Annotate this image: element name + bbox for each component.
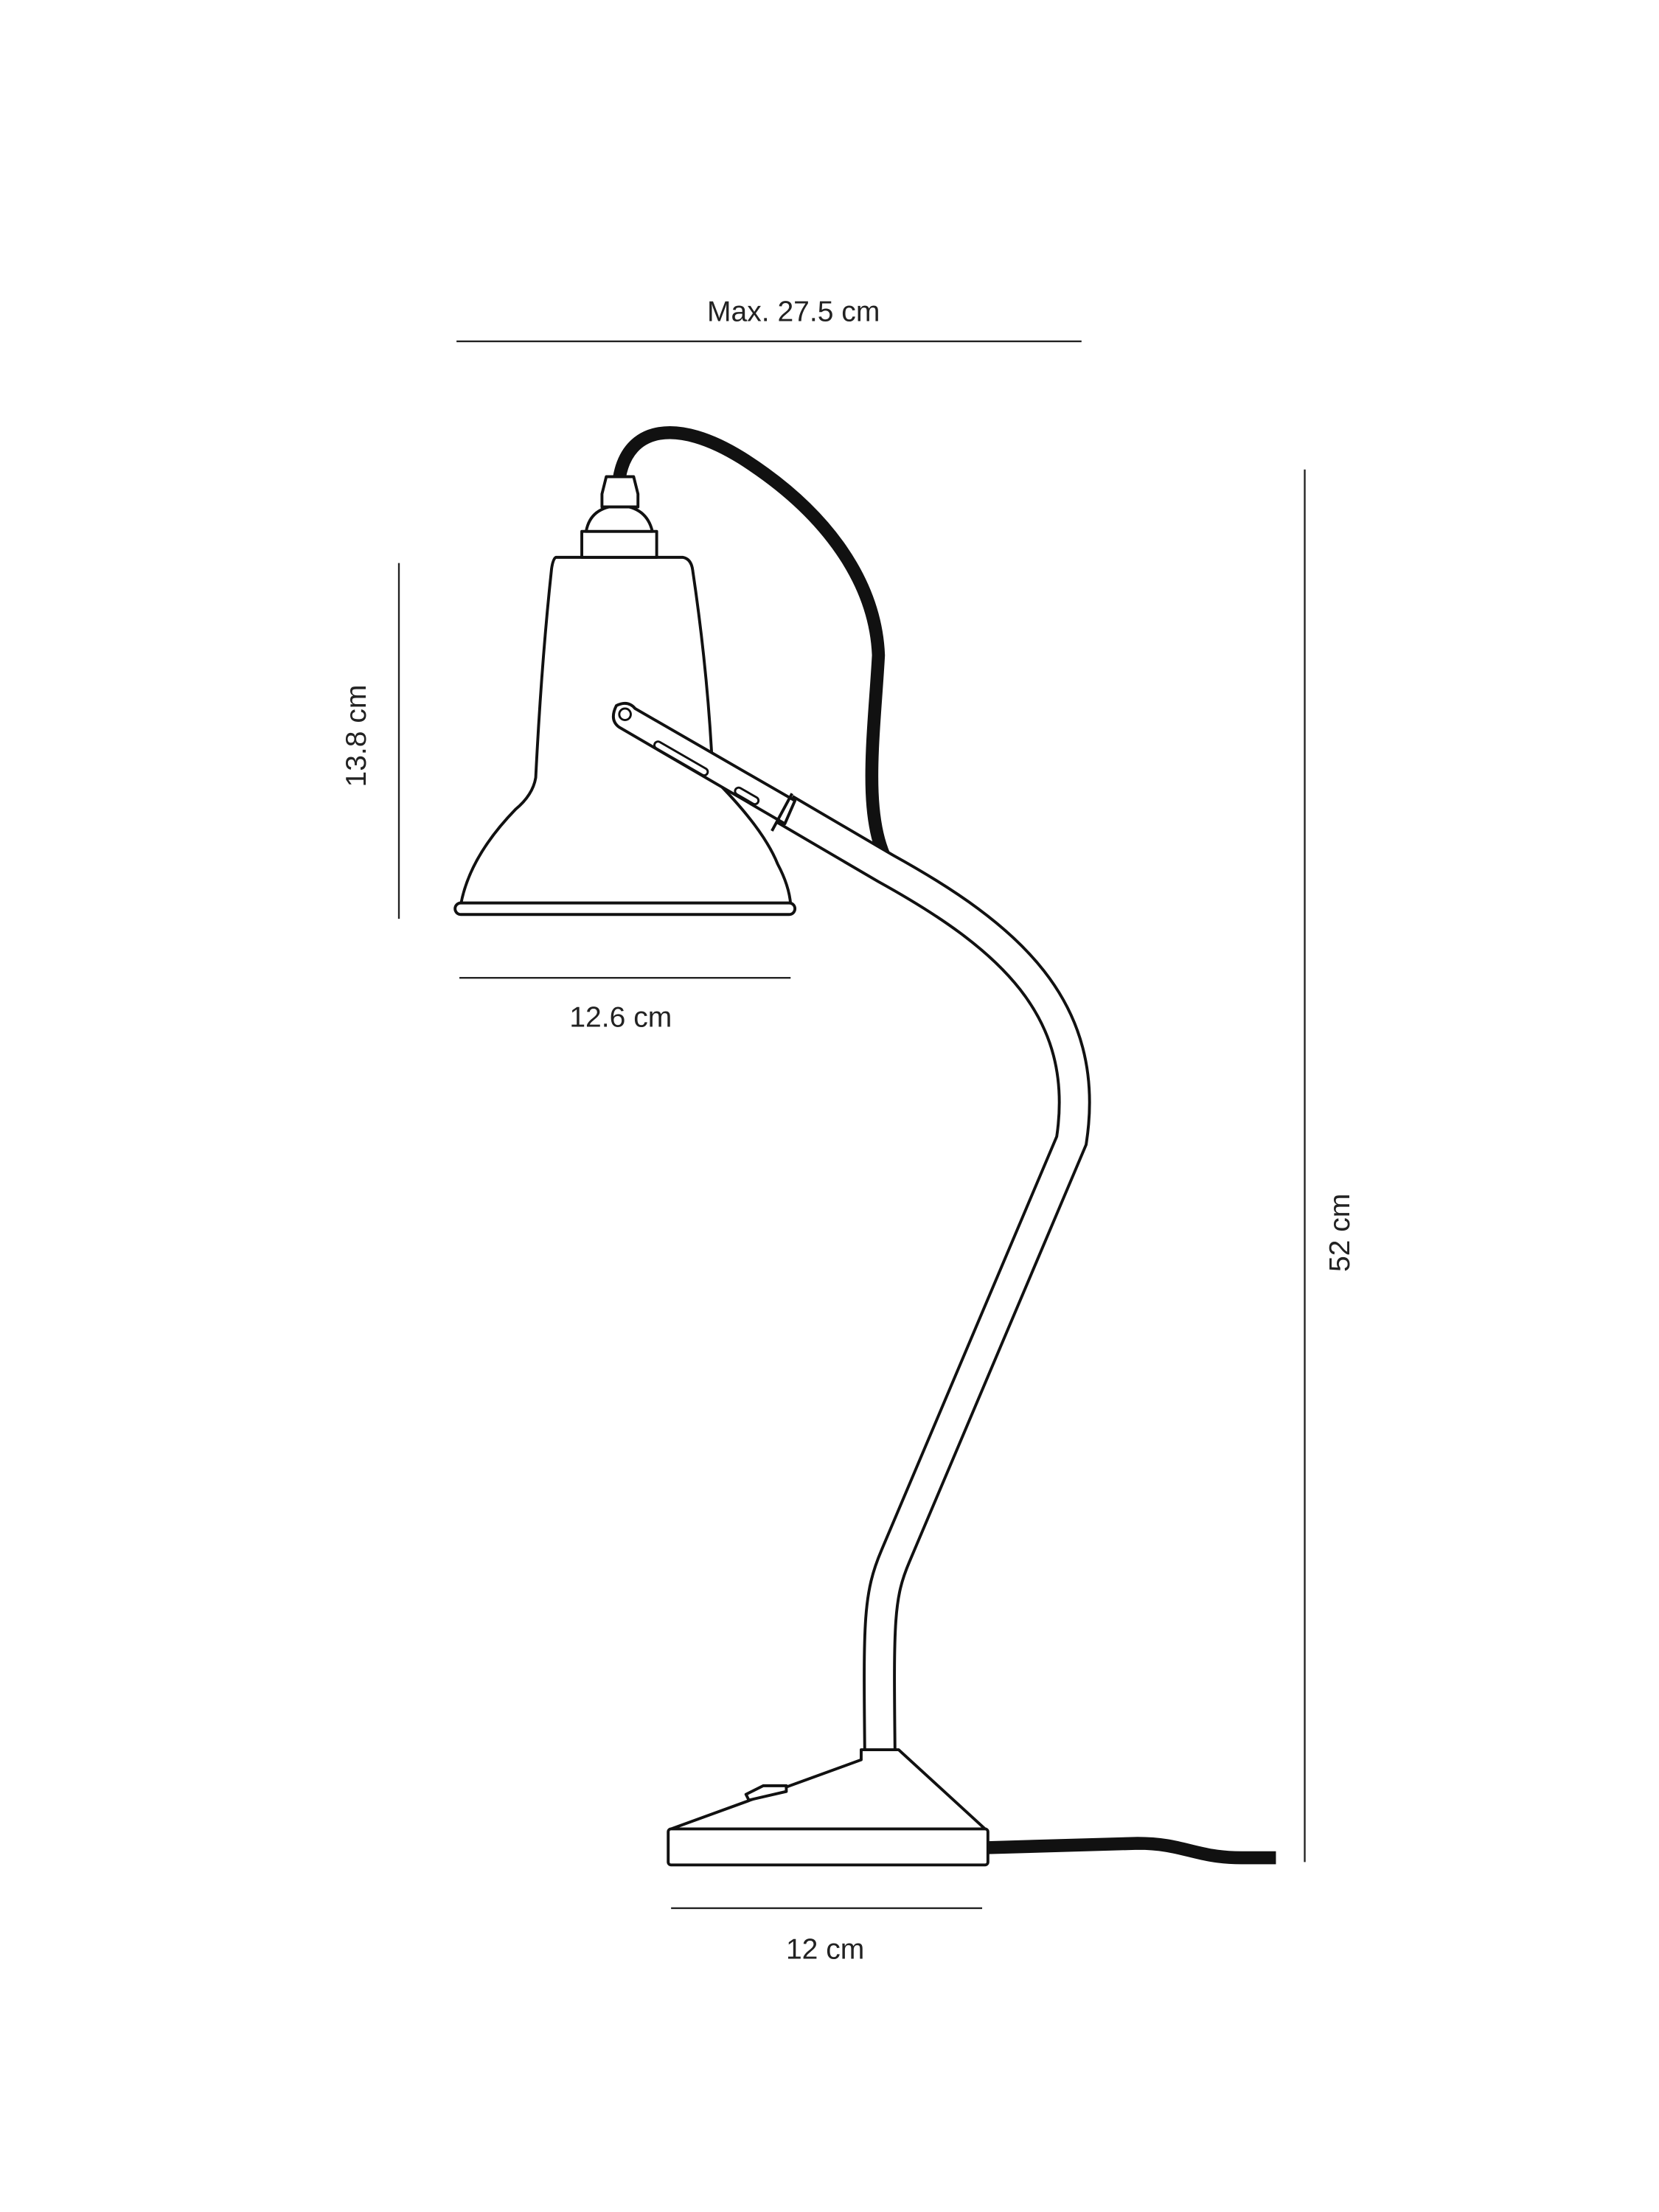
- cable-top: [613, 426, 897, 874]
- arm-clip: [771, 793, 793, 832]
- power-cable: [987, 1837, 1276, 1865]
- cable-grip: [600, 475, 640, 509]
- arm-fill: [778, 797, 1088, 1755]
- shade-height-label: 13.8 cm: [341, 685, 372, 787]
- shade-collar: [580, 529, 658, 559]
- arm-outline: [776, 795, 1091, 1755]
- bracket-slot: [653, 740, 709, 777]
- base-width-label: 12 cm: [786, 1933, 864, 1965]
- switch: [744, 1784, 788, 1802]
- shade-rim: [453, 901, 797, 917]
- max-width-label: Max. 27.5 cm: [707, 296, 880, 328]
- pivot-nut-icon: [618, 707, 632, 722]
- base-plate: [667, 1827, 990, 1867]
- lamp-drawing: [453, 426, 1276, 1867]
- bulb-holder-dome: [584, 504, 654, 533]
- base-cone: [669, 1748, 987, 1831]
- total-height-label: 52 cm: [1324, 1194, 1356, 1272]
- bracket-slot: [734, 786, 760, 806]
- shade-width-label: 12.6 cm: [569, 1002, 672, 1034]
